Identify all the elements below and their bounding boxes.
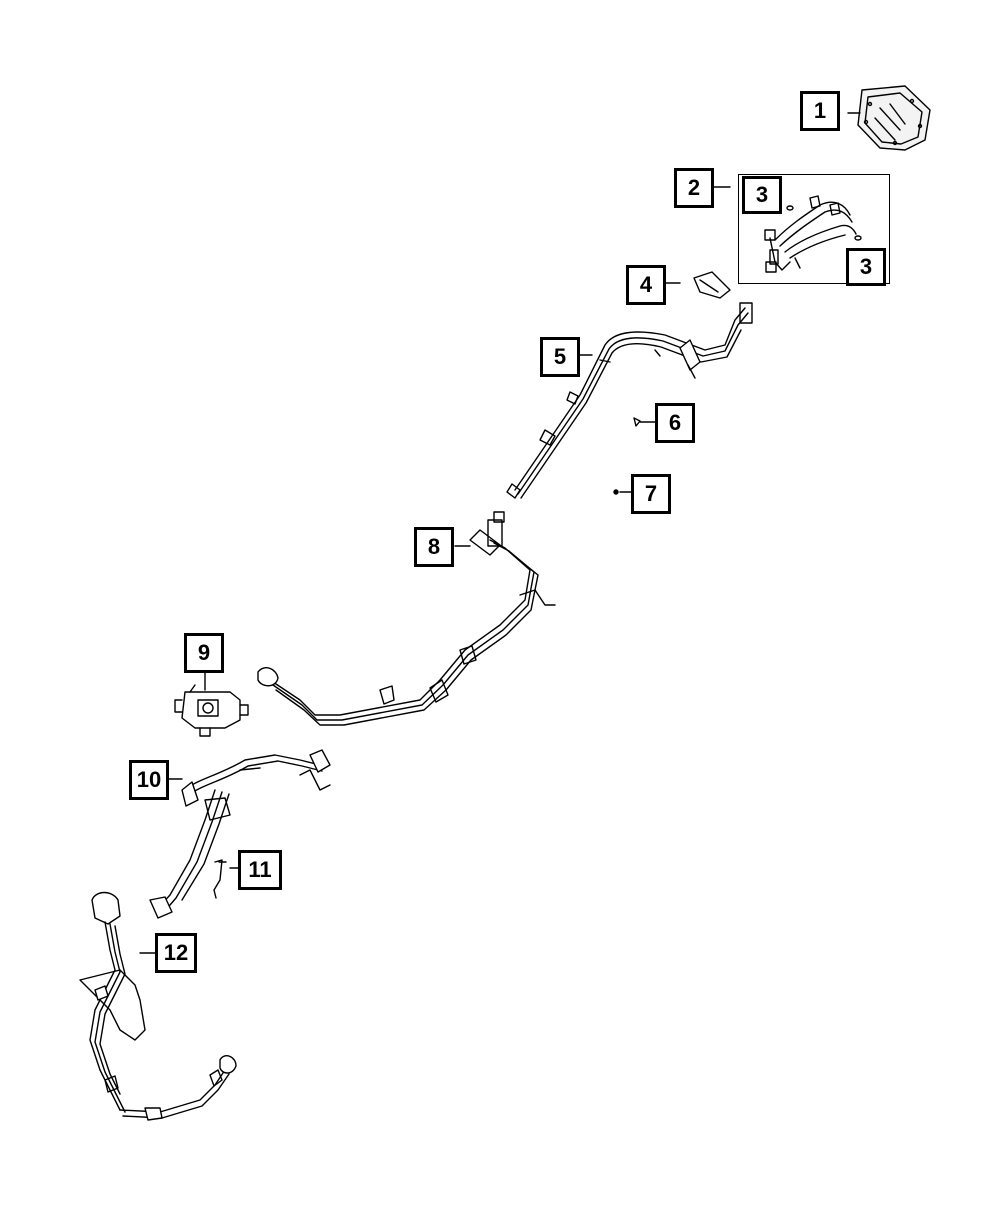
part-10-line-assembly: [150, 750, 330, 918]
callout-5[interactable]: 5: [540, 337, 580, 377]
callout-3-upper[interactable]: 3: [742, 176, 782, 214]
part-7-nut: [614, 490, 632, 494]
part-6-clip: [634, 418, 655, 426]
callout-3-lower[interactable]: 3: [846, 248, 886, 286]
callout-9[interactable]: 9: [184, 633, 224, 673]
callout-6[interactable]: 6: [655, 403, 695, 443]
item-3-group-box: [738, 174, 890, 284]
part-8-line-assembly: [258, 512, 555, 725]
part-11-bracket: [214, 860, 238, 898]
callout-8[interactable]: 8: [414, 527, 454, 567]
callout-12[interactable]: 12: [155, 933, 197, 973]
part-4-bracket: [665, 272, 730, 298]
part-2-hose-assembly: [714, 187, 861, 272]
part-12-line-assembly: [80, 893, 236, 1121]
callout-7[interactable]: 7: [631, 474, 671, 514]
callout-2[interactable]: 2: [674, 168, 714, 208]
part-9-valve: [175, 672, 248, 736]
callout-10[interactable]: 10: [129, 760, 169, 800]
callout-11[interactable]: 11: [238, 850, 282, 890]
part-5-line-assembly: [507, 303, 752, 498]
callout-1[interactable]: 1: [800, 91, 840, 131]
part-1-cover-gasket: [848, 86, 930, 150]
callout-4[interactable]: 4: [626, 265, 666, 305]
